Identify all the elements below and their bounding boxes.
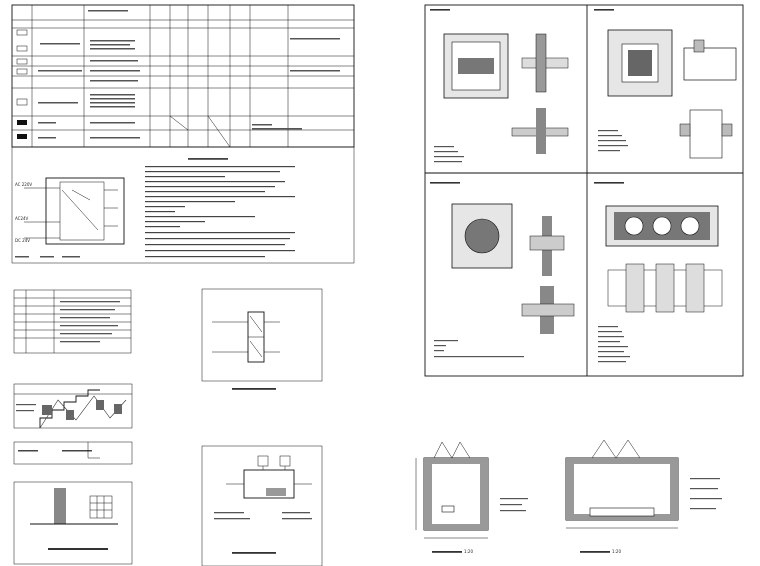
sleeve-detail-3: [430, 182, 575, 358]
sleeve-detail-2: [594, 9, 737, 159]
wiring-schematic: AC 220V AC24V DC 24V: [11, 146, 355, 264]
wall-detail: [13, 481, 133, 565]
fire-door-table: [11, 4, 355, 148]
stair-section: [13, 383, 133, 429]
control-box-diagram: [201, 288, 323, 390]
schematic-label-ac220: AC 220V: [15, 182, 32, 187]
install-diagram: [201, 445, 323, 566]
note-strip: [13, 441, 133, 465]
sleeve-detail-4: [594, 182, 723, 363]
sleeve-detail-1: [430, 9, 569, 163]
schematic-label-ac24: AC24V: [15, 216, 29, 221]
schematic-label-dc24: DC 24V: [15, 238, 30, 243]
room-plan-1: 1:20: [415, 441, 528, 554]
room-plan-1-scale: 1:20: [464, 549, 473, 554]
sleeve-frame: [424, 4, 744, 377]
design-notes: [145, 158, 295, 258]
small-legend-table: [13, 289, 132, 354]
room-plan-2: 1:20: [565, 439, 722, 554]
room-plan-2-scale: 1:20: [612, 549, 621, 554]
